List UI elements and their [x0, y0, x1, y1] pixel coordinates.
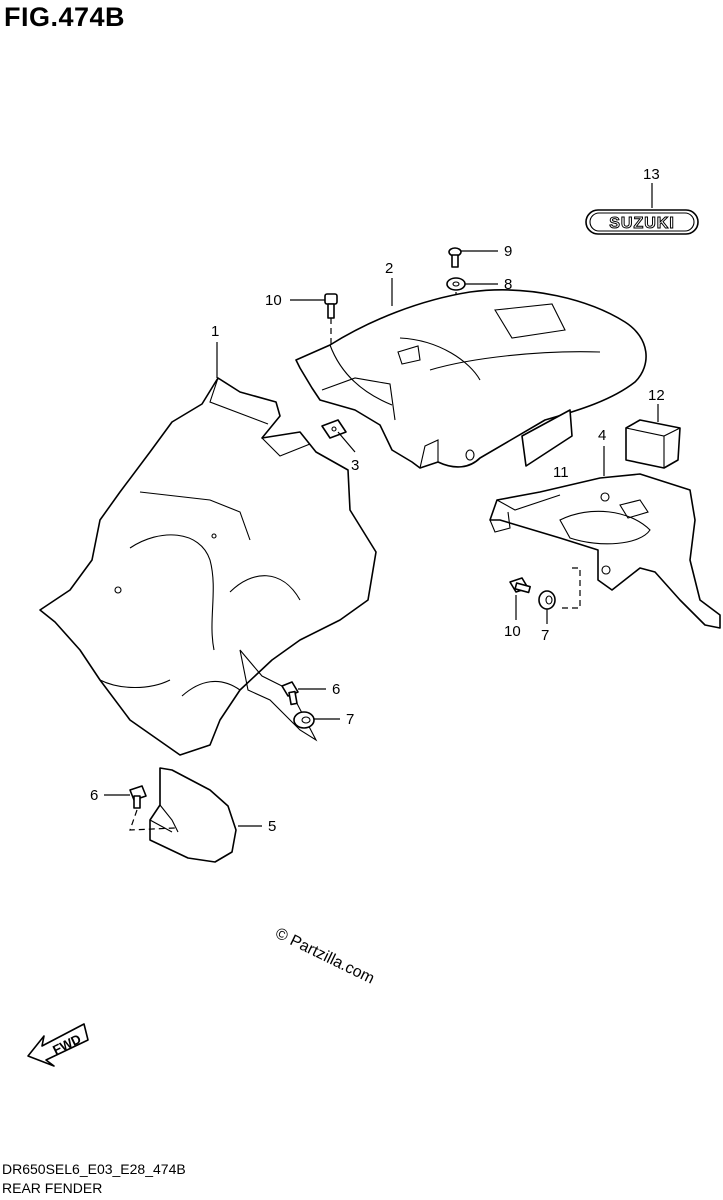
diagram-caption: REAR FENDER — [2, 1180, 103, 1196]
callout-1: 1 — [211, 323, 219, 340]
callout-4: 4 — [598, 427, 606, 444]
callout-10-top: 10 — [265, 292, 282, 309]
part-2-rear-fender-upper[interactable] — [295, 289, 647, 469]
callout-9: 9 — [504, 243, 512, 260]
part-13-emblem[interactable]: SUZUKI — [585, 209, 699, 235]
diagram-code: DR650SEL6_E03_E28_474B — [2, 1161, 186, 1177]
callout-2: 2 — [385, 260, 393, 277]
part-3-clip[interactable] — [321, 419, 347, 439]
part-9-screw[interactable] — [448, 247, 462, 268]
part-6-bolt-left[interactable] — [129, 785, 147, 809]
part-1-inner-fender[interactable] — [39, 377, 377, 756]
part-7-grommet-right[interactable] — [538, 590, 556, 610]
part-7-grommet-middle[interactable] — [293, 711, 315, 729]
callout-11: 11 — [553, 464, 569, 481]
part-12-block[interactable] — [625, 419, 681, 469]
callout-labels: 1 2 3 4 5 6 6 7 7 8 9 10 10 11 12 13 — [90, 166, 665, 835]
fwd-arrow-icon: FWD — [27, 1023, 89, 1067]
callout-3: 3 — [351, 457, 359, 474]
callout-7-middle: 7 — [346, 711, 354, 728]
callout-7-right: 7 — [541, 627, 549, 644]
part-10-bolt-right[interactable] — [509, 577, 531, 594]
part-6-bolt-middle[interactable] — [281, 681, 299, 706]
part-4-license-bracket[interactable] — [489, 473, 721, 629]
callout-10-right: 10 — [504, 623, 521, 640]
callout-6-middle: 6 — [332, 681, 340, 698]
part-10-bolt-top[interactable] — [324, 293, 338, 319]
callout-6-left: 6 — [90, 787, 98, 804]
callout-12: 12 — [648, 387, 665, 404]
part-5-splash-guard[interactable] — [149, 767, 237, 863]
emblem-text: SUZUKI — [609, 215, 675, 232]
part-8-washer[interactable] — [446, 277, 466, 291]
callout-13: 13 — [643, 166, 660, 183]
fwd-label: FWD — [50, 1031, 83, 1057]
callout-8: 8 — [504, 276, 512, 293]
figure-title: FIG.474B — [4, 2, 126, 32]
part-11-reflector[interactable] — [521, 409, 573, 467]
callout-5: 5 — [268, 818, 276, 835]
